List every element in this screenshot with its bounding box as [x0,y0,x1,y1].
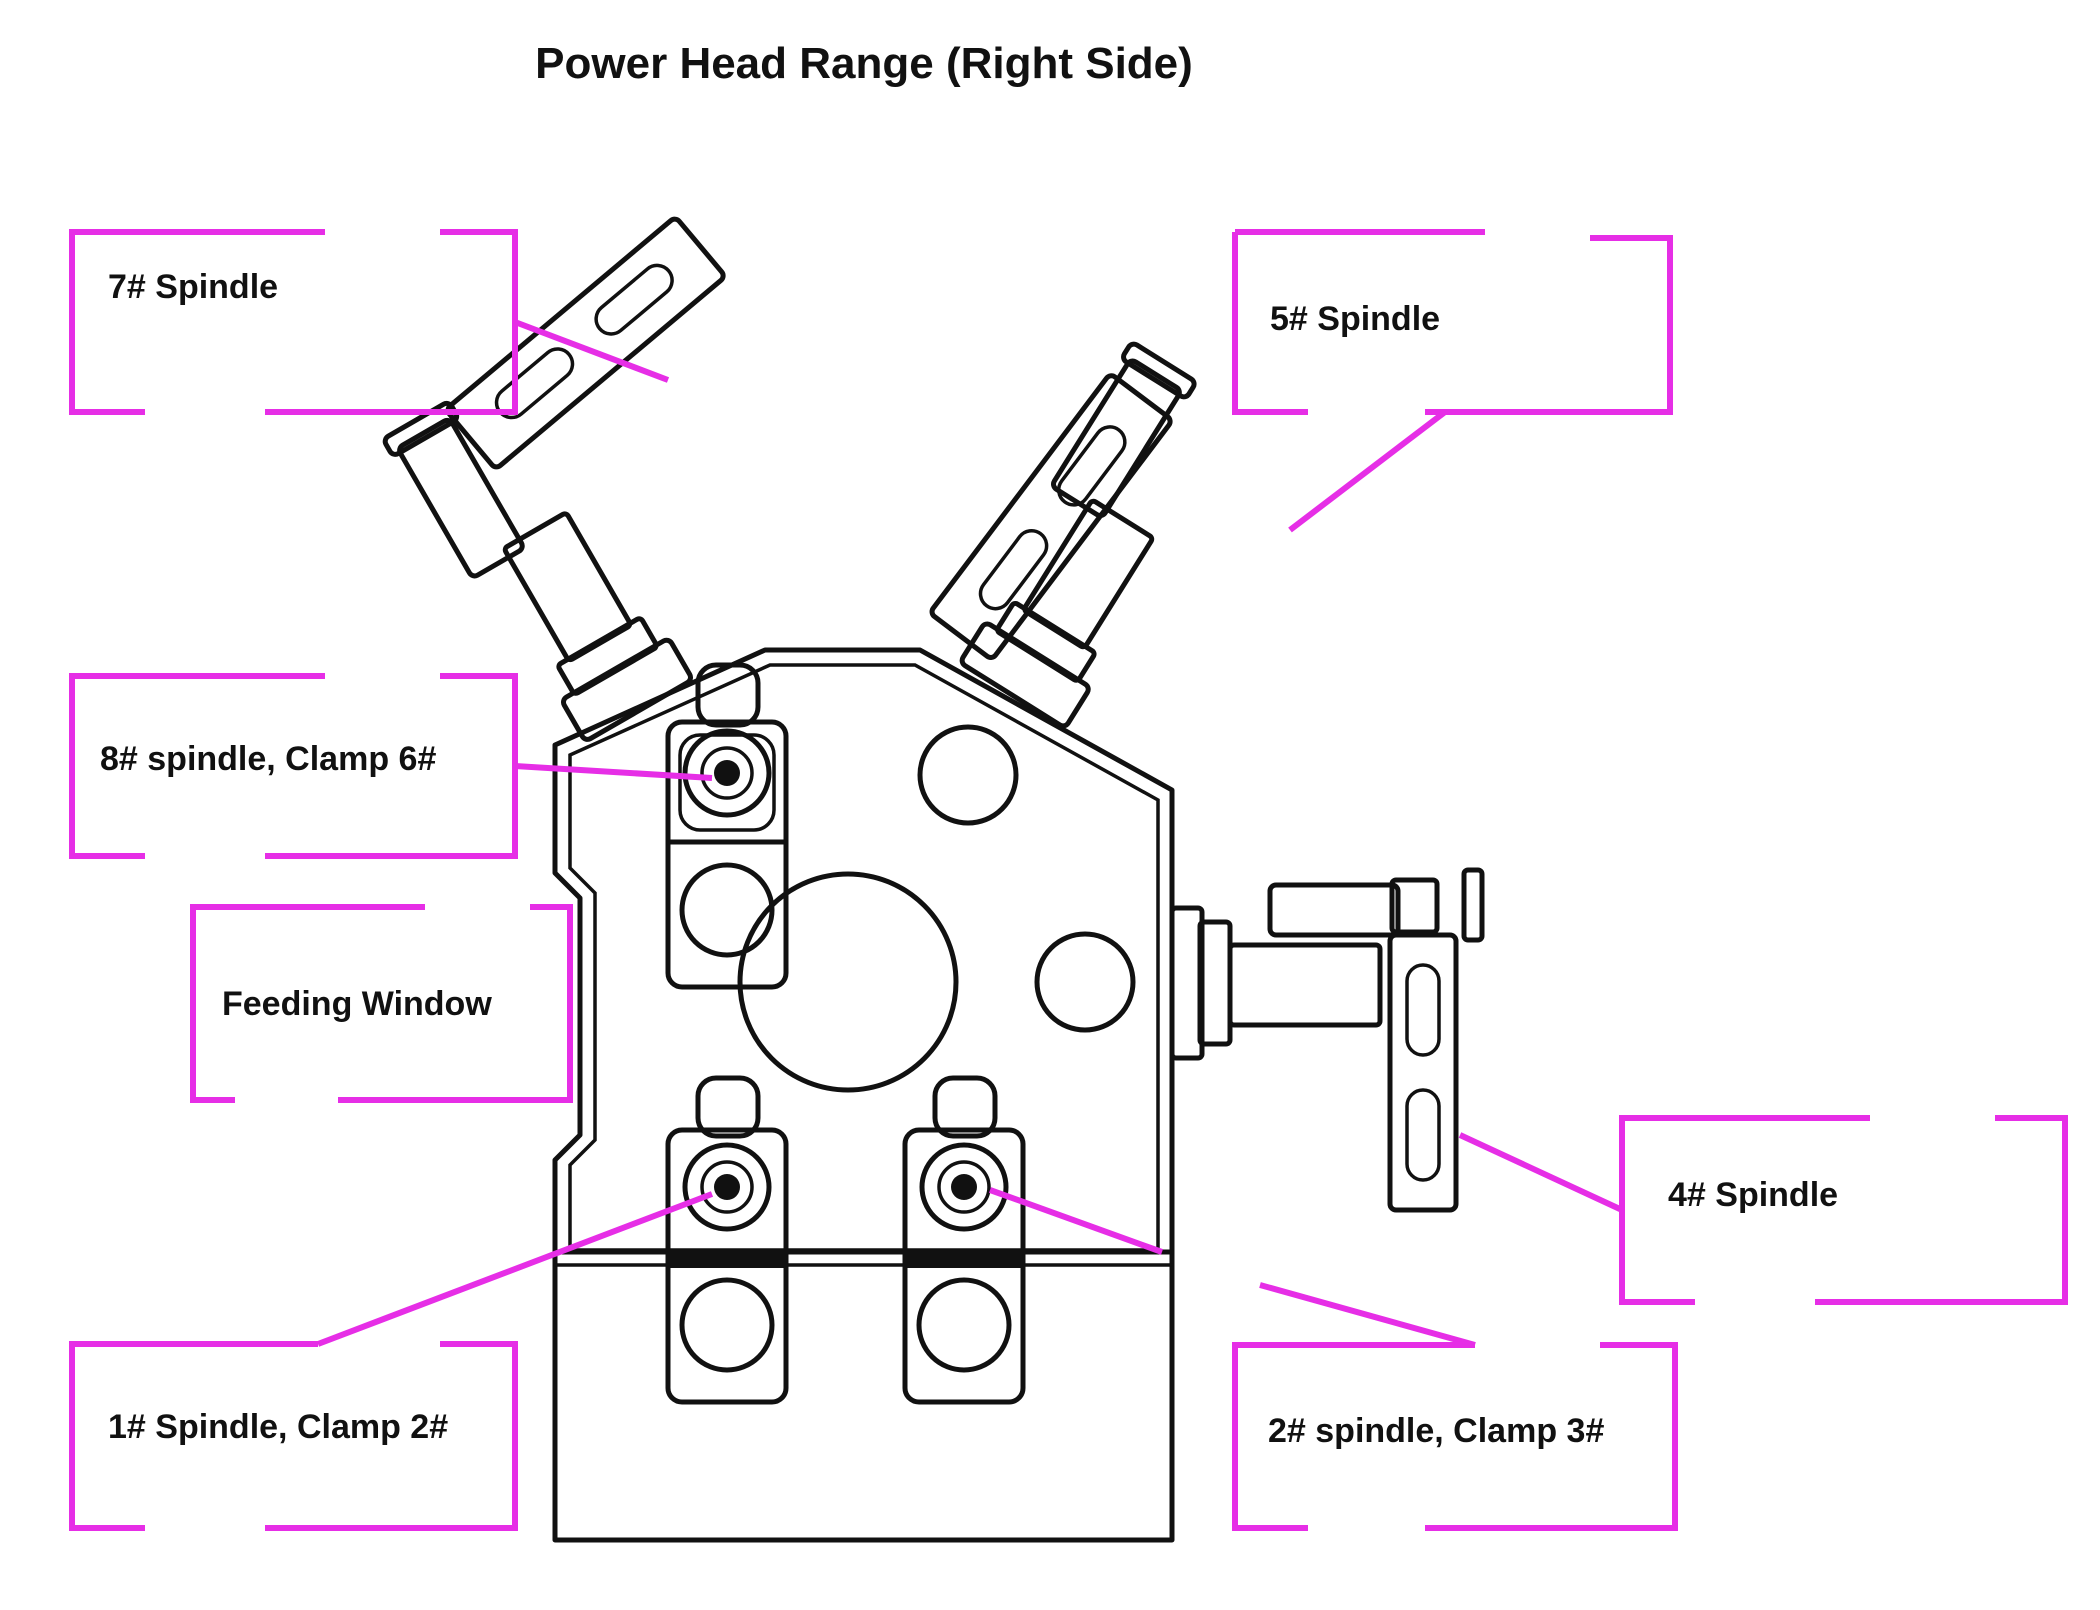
spindle-7-assembly [382,216,726,742]
label-spindle-2-clamp-3: 2# spindle, Clamp 3# [1268,1412,1604,1450]
callout-feeding-window: Feeding Window [190,904,573,1103]
spindle-1-clamp-unit [665,1075,789,1405]
callout-spindle-8-clamp-6: 8# spindle, Clamp 6# [69,673,713,859]
callout-spindle-4: 4# Spindle [1458,1115,2068,1305]
spindle-2-clamp-unit [902,1075,1026,1405]
spindle-4-assembly [1169,867,1485,1213]
power-head-drawing [382,216,1485,1543]
label-spindle-8-clamp-6: 8# spindle, Clamp 6# [100,740,436,778]
central-bore [737,871,959,1093]
callout-spindle-5: 5# Spindle [1232,229,1673,533]
spindle-5-assembly [929,341,1197,729]
housing-inner-outline [568,663,1160,1252]
label-spindle-5: 5# Spindle [1270,300,1440,338]
diagram-title: Power Head Range (Right Side) [535,39,1193,88]
label-spindle-4: 4# Spindle [1668,1176,1838,1214]
upper-right-hole [917,724,1019,826]
callout-spindle-2-clamp-3: 2# spindle, Clamp 3# [988,1187,1678,1531]
housing-outline [552,647,1175,1543]
label-spindle-7: 7# Spindle [108,268,278,306]
callout-spindle-1-clamp-2: 1# Spindle, Clamp 2# [69,1191,714,1531]
right-hole [1034,931,1136,1033]
label-feeding-window: Feeding Window [222,985,492,1023]
spindle-8-clamp-unit [665,662,789,990]
label-spindle-1-clamp-2: 1# Spindle, Clamp 2# [108,1408,448,1446]
callout-spindle-7: 7# Spindle [69,229,670,415]
